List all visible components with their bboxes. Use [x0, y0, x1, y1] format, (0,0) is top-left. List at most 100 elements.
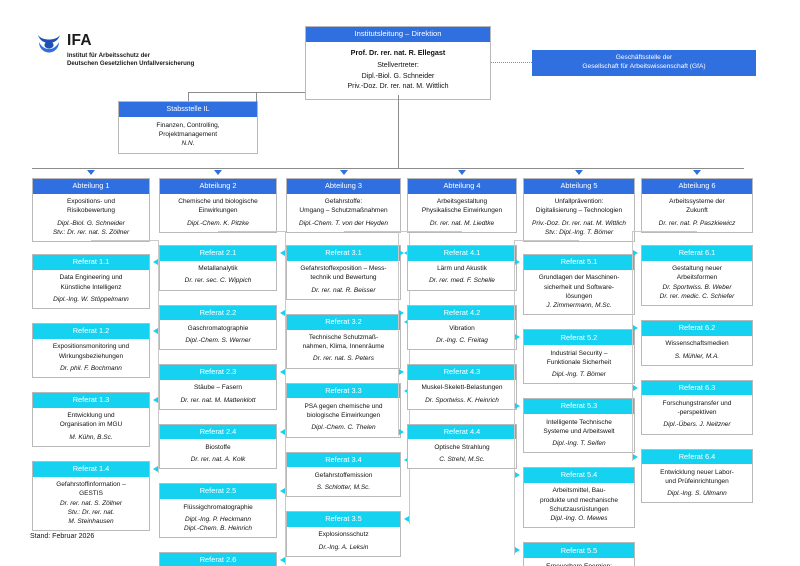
ifa-logo-subtitle-line1: Institut für Arbeitsschutz der	[67, 51, 151, 59]
unit-staff-line: Stv.: Dr. rer. nat.	[67, 508, 115, 516]
unit-title-line: Wissenschaftsmedien	[665, 340, 729, 348]
department-staff-line: Dr. rer. nat. P. Paszkiewicz	[658, 219, 736, 227]
node-unit-3-1-body: Gefahrstoffexposition – Mess-technik und…	[287, 261, 400, 299]
unit-title-line: Organisation im MGU	[59, 421, 123, 429]
node-unit-5-5-header: Referat 5.5	[524, 543, 634, 559]
department-title-line: Risikobewertung	[66, 207, 116, 215]
arrow-left-icon	[153, 259, 158, 266]
node-unit-4-4-header: Referat 4.4	[408, 424, 516, 440]
arrow-left-icon	[404, 318, 409, 325]
node-unit-4-1-header: Referat 4.1	[408, 245, 516, 261]
unit-staff-line: Dipl.-Chem. C. Thelen	[311, 424, 376, 432]
department-title-line: Expositions- und	[66, 198, 116, 206]
unit-title-line: lösungen	[565, 292, 593, 300]
node-unit-5-5[interactable]: Referat 5.5Erneuerbare Energien:Erzeugun…	[523, 542, 635, 566]
arrow-right-icon	[399, 309, 404, 316]
connector-department-bus-h	[32, 168, 744, 169]
node-unit-5-4-body: Arbeitsmittel, Bau-produkte und mechanis…	[524, 483, 634, 527]
department-title-line: Physikalische Einwirkungen	[421, 207, 503, 215]
node-stabsstelle-il[interactable]: Stabsstelle IL Finanzen, Controlling, Pr…	[118, 101, 258, 155]
gfa-line-1: Geschäftsstelle der	[615, 54, 673, 62]
unit-title-line: Gefahrstoffinformation –	[56, 481, 126, 489]
arrow-left-icon	[153, 328, 158, 335]
stabsstelle-line-2: Projektmanagement	[158, 130, 218, 138]
arrow-left-icon	[280, 557, 285, 564]
unit-staff-line: Dipl.-Chem. S. Werner	[185, 336, 251, 344]
node-unit-3-3-header: Referat 3.3	[287, 383, 400, 399]
node-unit-5-4-header: Referat 5.4	[524, 468, 634, 483]
unit-title-line: Explosionsschutz	[318, 531, 369, 539]
department-title-line: Digitalisierung – Technologien	[535, 207, 623, 215]
unit-staff-line: M. Steinhausen	[68, 517, 114, 525]
unit-title-line: Expositionsmonitoring und	[52, 343, 130, 351]
unit-title-line: Flüssigchromatographie	[183, 503, 253, 511]
unit-staff-line: Dr. rer. nat. A. Kolk	[190, 456, 246, 464]
direktion-deputy-2: Priv.-Doz. Dr. rer. nat. M. Wittlich	[347, 82, 449, 90]
node-gfa-text: Geschäftsstelle der Gesellschaft für Arb…	[582, 54, 705, 72]
node-unit-5-3-header: Referat 5.3	[524, 399, 634, 415]
unit-staff-line: Dr. rer. nat. S. Peters	[313, 355, 374, 363]
arrow-left-icon	[404, 516, 409, 523]
unit-staff-line: Dipl.-Chem. B. Heinrich	[184, 524, 252, 532]
unit-title-line: produkte und mechanische	[539, 496, 619, 504]
unit-staff-line: Dr.-Ing. A. Leksin	[318, 543, 369, 551]
node-department-5-body: Unfallprävention:Digitalisierung – Techn…	[524, 194, 634, 241]
node-unit-3-2-body: Technische Schutzmaß-nahmen, Klima, Inne…	[287, 330, 400, 368]
node-gfa-geschaeftsstelle[interactable]: Geschäftsstelle der Gesellschaft für Arb…	[532, 50, 756, 76]
unit-title-line: Grundlagen der Maschinen-	[538, 274, 620, 282]
node-unit-6-4-header: Referat 6.4	[642, 449, 752, 465]
unit-title-line: Biostoffe	[205, 443, 231, 451]
connector-department-to-spine-4	[398, 230, 462, 232]
connector-department-to-spine-2	[218, 230, 285, 232]
node-unit-2-1-header: Referat 2.1	[160, 245, 276, 261]
unit-title-line: Schutzausrüstungen	[549, 505, 609, 513]
unit-title-line: Funktionale Sicherheit	[546, 358, 612, 366]
unit-title-line: Data Engineering und	[59, 274, 123, 282]
node-institutsleitung[interactable]: Institutsleitung – Direktion Prof. Dr. r…	[305, 26, 491, 100]
node-unit-5-1-body: Grundlagen der Maschinen-sicherheit und …	[524, 270, 634, 314]
node-institutsleitung-body: Prof. Dr. rer. nat. R. Ellegast Stellver…	[306, 42, 490, 99]
node-unit-2-6[interactable]: Referat 2.6Ringversucheund Prüfgasstreck…	[159, 552, 277, 566]
node-unit-6-4-body: Entwicklung neuer Labor-und Prüfeinricht…	[642, 464, 752, 502]
unit-staff-line: Dipl.-Ing. T. Seifen	[552, 439, 606, 447]
